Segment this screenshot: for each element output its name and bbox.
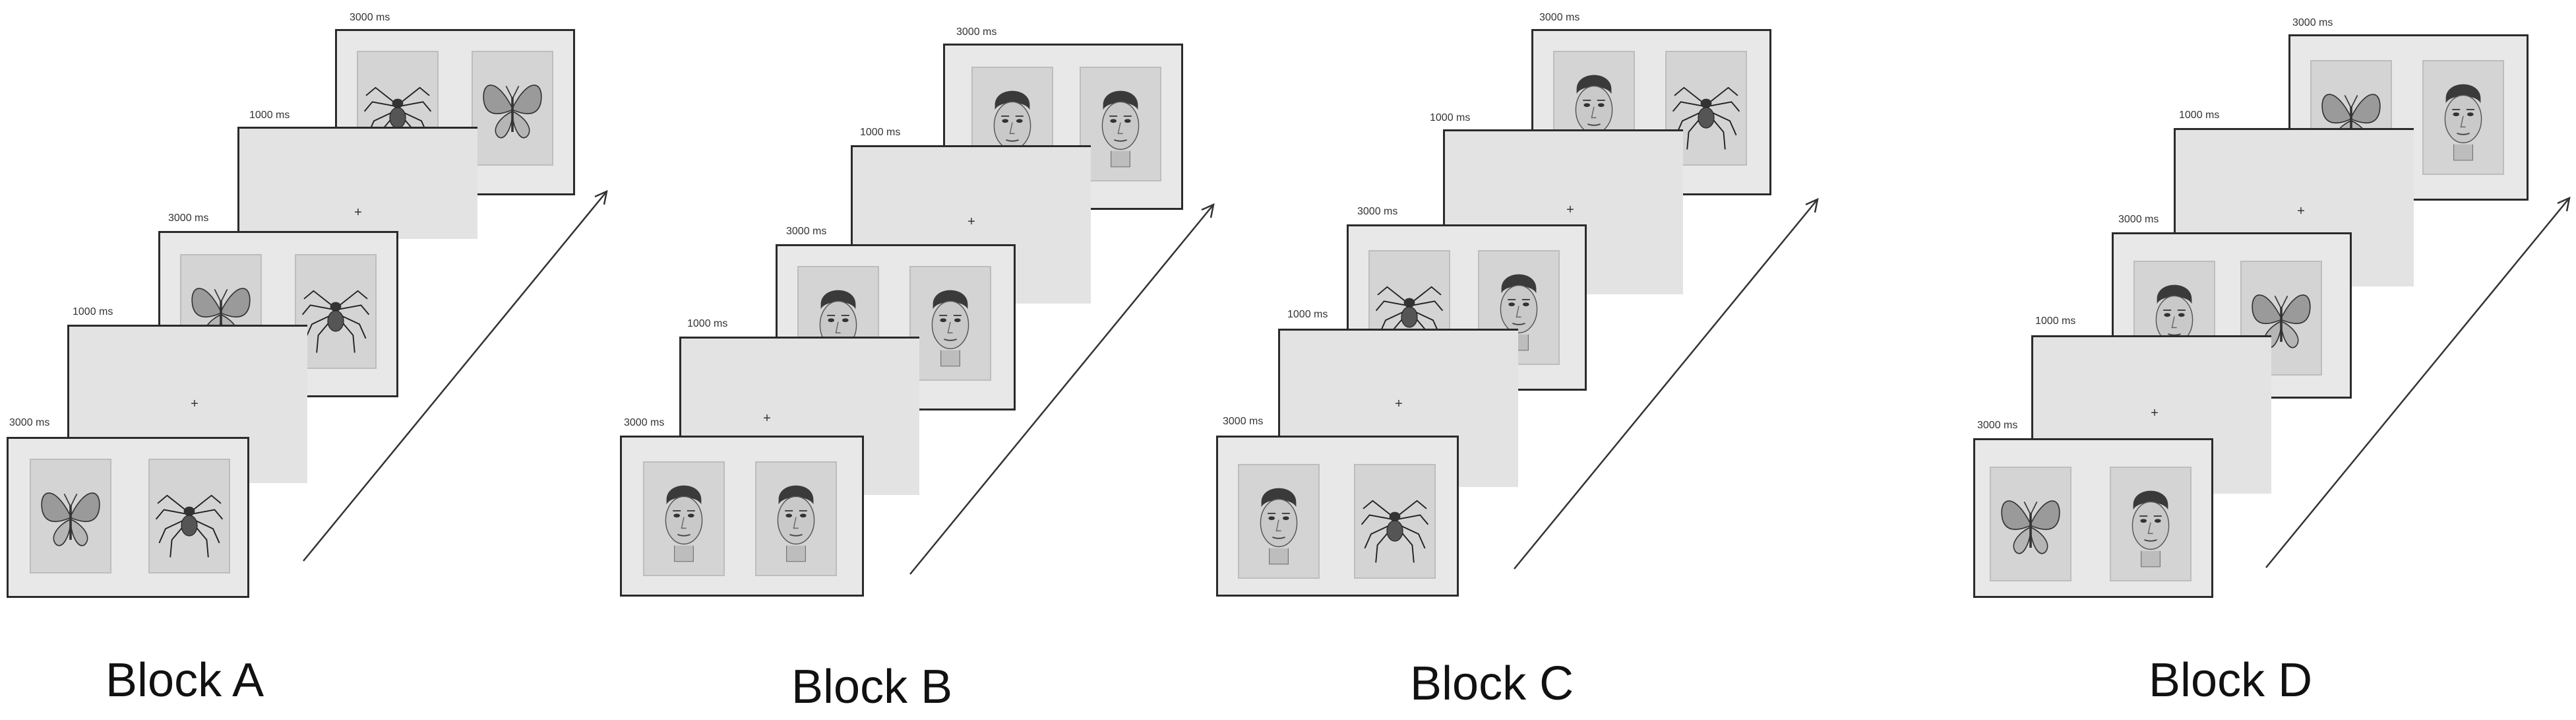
stimulus-left bbox=[1990, 467, 2071, 581]
stimulus-left bbox=[643, 461, 725, 576]
block-label: Block B bbox=[791, 661, 953, 713]
timing-label: 3000 ms bbox=[9, 417, 50, 428]
timing-label: 1000 ms bbox=[860, 127, 901, 138]
timing-label: 3000 ms bbox=[1223, 416, 1264, 427]
fixation-cross: + bbox=[763, 411, 771, 426]
time-arrow bbox=[1514, 197, 1819, 570]
stimulus-right bbox=[148, 459, 230, 573]
fixation-cross: + bbox=[967, 214, 975, 229]
fixation-screen-2: + bbox=[237, 127, 477, 239]
block-label: Block A bbox=[106, 654, 264, 707]
spider-icon bbox=[155, 494, 224, 558]
timing-label: 1000 ms bbox=[1287, 309, 1328, 320]
timing-label: 3000 ms bbox=[786, 226, 827, 237]
stimulus-right bbox=[2110, 467, 2192, 581]
timing-label: 1000 ms bbox=[73, 306, 113, 317]
stimulus-right bbox=[472, 51, 553, 166]
butterfly-icon bbox=[483, 84, 542, 139]
time-arrow bbox=[909, 203, 1215, 575]
stimulus-right bbox=[2422, 60, 2504, 175]
face-icon bbox=[777, 485, 815, 562]
stimulus-left bbox=[30, 459, 111, 573]
timing-label: 1000 ms bbox=[2035, 315, 2076, 327]
block-d: 3000 ms + 1000 ms 3000 ms + 1000 ms bbox=[1969, 0, 2571, 720]
block-a: 3000 ms + 1000 ms 3000 ms + 1000 ms bbox=[0, 0, 608, 720]
spider-icon bbox=[1375, 286, 1444, 349]
fixation-cross: + bbox=[354, 205, 362, 220]
face-icon bbox=[1101, 90, 1140, 168]
time-arrow bbox=[2265, 196, 2571, 568]
timing-label: 3000 ms bbox=[2118, 214, 2159, 225]
butterfly-icon bbox=[41, 492, 100, 546]
fixation-cross: + bbox=[1566, 203, 1574, 217]
stimulus-right bbox=[1354, 464, 1436, 579]
butterfly-icon bbox=[2252, 294, 2311, 348]
stimulus-screen-1 bbox=[1216, 436, 1459, 597]
spider-icon bbox=[301, 290, 370, 353]
fixation-cross: + bbox=[191, 397, 199, 411]
timing-label: 3000 ms bbox=[1539, 12, 1580, 23]
timing-label: 1000 ms bbox=[249, 110, 290, 121]
timing-label: 3000 ms bbox=[350, 12, 390, 23]
timing-label: 1000 ms bbox=[687, 318, 728, 329]
stimulus-right bbox=[295, 254, 377, 369]
time-arrow bbox=[303, 189, 608, 562]
spider-icon bbox=[1361, 500, 1429, 563]
timing-label: 3000 ms bbox=[1977, 420, 2018, 431]
stimulus-right bbox=[909, 266, 991, 381]
fixation-cross: + bbox=[1395, 397, 1403, 411]
spider-icon bbox=[1672, 86, 1740, 150]
stimulus-screen-1 bbox=[620, 436, 864, 597]
fixation-cross: + bbox=[2297, 204, 2305, 218]
timing-label: 3000 ms bbox=[956, 26, 997, 38]
face-icon bbox=[931, 290, 969, 367]
block-label: Block D bbox=[2149, 654, 2313, 707]
block-b: 3000 ms + 1000 ms 3000 ms + 1000 ms bbox=[613, 0, 1215, 720]
butterfly-icon bbox=[2001, 500, 2060, 554]
face-icon bbox=[2131, 490, 2170, 568]
stimulus-screen-1 bbox=[7, 437, 249, 598]
stimulus-right bbox=[755, 461, 837, 576]
timing-label: 3000 ms bbox=[168, 213, 209, 224]
block-label: Block C bbox=[1410, 657, 1574, 710]
face-icon bbox=[1260, 488, 1298, 565]
face-icon bbox=[2155, 284, 2193, 362]
face-icon bbox=[2444, 84, 2482, 161]
face-icon bbox=[665, 485, 703, 562]
block-c: 3000 ms + 1000 ms 3000 ms + 1000 ms bbox=[1212, 0, 1819, 720]
stimulus-screen-1 bbox=[1973, 438, 2213, 598]
timing-label: 3000 ms bbox=[624, 417, 665, 428]
timing-label: 3000 ms bbox=[2292, 17, 2333, 28]
stimulus-right bbox=[1080, 67, 1161, 181]
butterfly-icon bbox=[2321, 94, 2381, 148]
timing-label: 1000 ms bbox=[1430, 112, 1471, 123]
face-icon bbox=[1500, 274, 1538, 351]
timing-label: 3000 ms bbox=[1357, 206, 1398, 217]
stimulus-left bbox=[1238, 464, 1320, 579]
timing-label: 1000 ms bbox=[2179, 110, 2220, 121]
fixation-cross: + bbox=[2151, 406, 2159, 420]
